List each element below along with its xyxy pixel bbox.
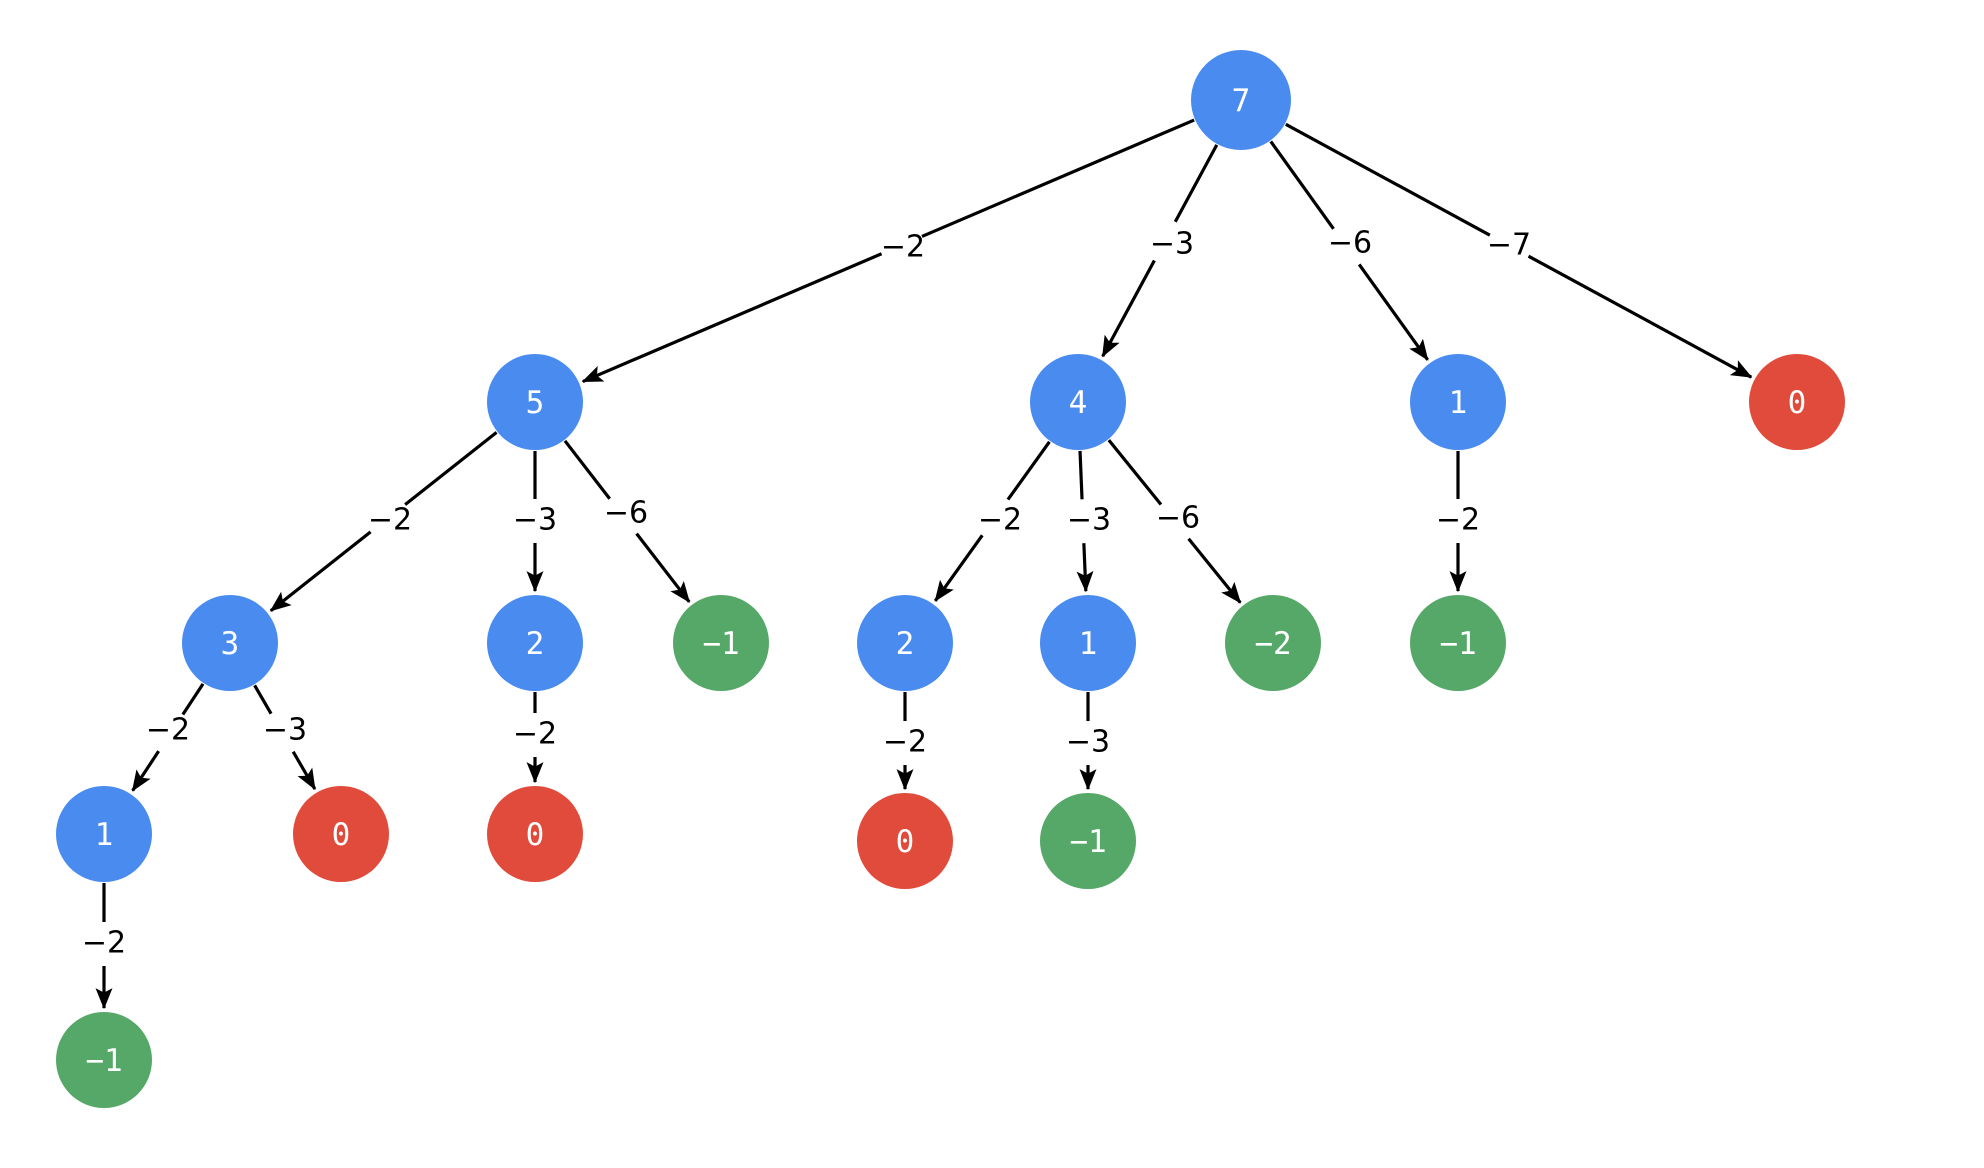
node-value-label: 5	[526, 385, 545, 421]
node-value-label: 1	[1079, 626, 1098, 662]
node-circle-blue[interactable]	[56, 786, 152, 882]
edge-segment	[404, 431, 498, 506]
node-circle-blue[interactable]	[1040, 595, 1136, 691]
edge-weight-label: −2	[881, 230, 925, 265]
tree-node[interactable]: 4	[1030, 354, 1126, 450]
edge-arrow	[1076, 543, 1094, 593]
tree-node[interactable]: 7	[1191, 50, 1291, 150]
node-circle-green[interactable]	[1225, 595, 1321, 691]
edge-arrow	[934, 534, 984, 602]
edge-weight-label: −6	[604, 496, 648, 531]
edge-arrow	[1357, 263, 1429, 361]
edge-segment	[563, 439, 611, 500]
edge-weight-label: −6	[1156, 501, 1200, 536]
edge-arrow	[581, 252, 883, 384]
edge-weight-label: −6	[1328, 226, 1372, 261]
edge-weight-label: −2	[1436, 503, 1480, 538]
node-value-label: −1	[1439, 626, 1476, 662]
edge-weight-label: −2	[978, 503, 1022, 538]
tree-node[interactable]: 3	[182, 595, 278, 691]
node-circle-green[interactable]	[673, 595, 769, 691]
tree-node[interactable]: 1	[1040, 595, 1136, 691]
node-value-label: −1	[1069, 824, 1106, 860]
tree-node[interactable]: 0	[487, 786, 583, 882]
node-value-label: 3	[221, 626, 240, 662]
tree-node[interactable]: −1	[1410, 595, 1506, 691]
edge-segment	[1006, 440, 1051, 501]
tree-node[interactable]: −2	[1225, 595, 1321, 691]
node-value-label: 1	[1449, 385, 1468, 421]
edge-arrow	[1101, 259, 1156, 358]
tree-node[interactable]: 5	[487, 354, 583, 450]
edge-weight-label: −2	[513, 717, 557, 752]
node-value-label: −1	[85, 1043, 122, 1079]
edge-arrow	[131, 750, 160, 792]
edge-segment	[181, 683, 205, 716]
node-value-label: 0	[332, 817, 351, 853]
tree-node[interactable]: −1	[56, 1012, 152, 1108]
edge-weight-label: −3	[1066, 725, 1110, 760]
node-circle-red[interactable]	[1749, 354, 1845, 450]
tree-node[interactable]: 2	[857, 595, 953, 691]
node-circle-blue[interactable]	[1410, 354, 1506, 450]
edge-weight-label: −3	[1067, 503, 1111, 538]
node-circle-red[interactable]	[293, 786, 389, 882]
node-circle-green[interactable]	[1410, 595, 1506, 691]
node-circle-red[interactable]	[487, 786, 583, 882]
edge-weight-label: −2	[82, 926, 126, 961]
node-value-label: 0	[526, 817, 545, 853]
edges-layer	[95, 118, 1753, 1010]
edge-weight-label: −7	[1487, 228, 1531, 263]
node-circle-green[interactable]	[56, 1012, 152, 1108]
tree-node[interactable]: −1	[1040, 793, 1136, 889]
node-value-label: 1	[95, 817, 114, 853]
edge-segment	[253, 684, 273, 715]
edge-segment	[921, 118, 1195, 238]
edge-weight-label: −3	[263, 713, 307, 748]
node-value-label: 7	[1232, 83, 1251, 119]
node-value-label: −2	[1254, 626, 1291, 662]
edge-weight-label: −3	[513, 503, 557, 538]
tree-node[interactable]: 1	[1410, 354, 1506, 450]
edge-weight-label: −2	[883, 725, 927, 760]
edge-segment	[1269, 140, 1335, 230]
nodes-layer: 7 5 4 1 0 3 2 −1 2 1 −2 −1 1 0 0 0 −1 −1	[56, 50, 1845, 1108]
node-value-label: 0	[1788, 385, 1807, 421]
tree-node[interactable]: 1	[56, 786, 152, 882]
edge-weight-label: −2	[146, 713, 190, 748]
edge-segment	[1078, 450, 1084, 500]
node-circle-blue[interactable]	[857, 595, 953, 691]
node-circle-red[interactable]	[857, 793, 953, 889]
node-circle-blue[interactable]	[1030, 354, 1126, 450]
edge-segment	[1173, 144, 1219, 223]
edge-segment	[1107, 439, 1163, 506]
node-value-label: 2	[526, 626, 545, 662]
tree-node[interactable]: 0	[1749, 354, 1845, 450]
edge-segment	[1285, 122, 1491, 237]
tree-node[interactable]: 0	[857, 793, 953, 889]
node-value-label: −1	[702, 626, 739, 662]
tree-node[interactable]: 0	[293, 786, 389, 882]
node-value-label: 4	[1069, 385, 1088, 421]
edge-arrow	[269, 530, 372, 613]
edge-weight-label: −3	[1150, 227, 1194, 262]
edge-arrow	[1527, 254, 1753, 379]
edge-arrow	[635, 532, 691, 603]
node-circle-blue[interactable]	[182, 595, 278, 691]
tree-node[interactable]: −1	[673, 595, 769, 691]
node-value-label: 0	[896, 824, 915, 860]
node-circle-blue[interactable]	[487, 354, 583, 450]
edge-arrow	[291, 750, 317, 791]
tree-node[interactable]: 2	[487, 595, 583, 691]
edge-weight-label: −2	[368, 503, 412, 538]
edge-labels-layer: −2 −3 −6 −7 −2 −3 −6 −2 −3 −6 −2 −2 −3 −2 −2 −3 −2	[82, 226, 1531, 961]
node-circle-blue[interactable]	[487, 595, 583, 691]
edge-arrow	[1187, 537, 1242, 604]
node-circle-green[interactable]	[1040, 793, 1136, 889]
node-value-label: 2	[896, 626, 915, 662]
node-circle-blue[interactable]	[1191, 50, 1291, 150]
